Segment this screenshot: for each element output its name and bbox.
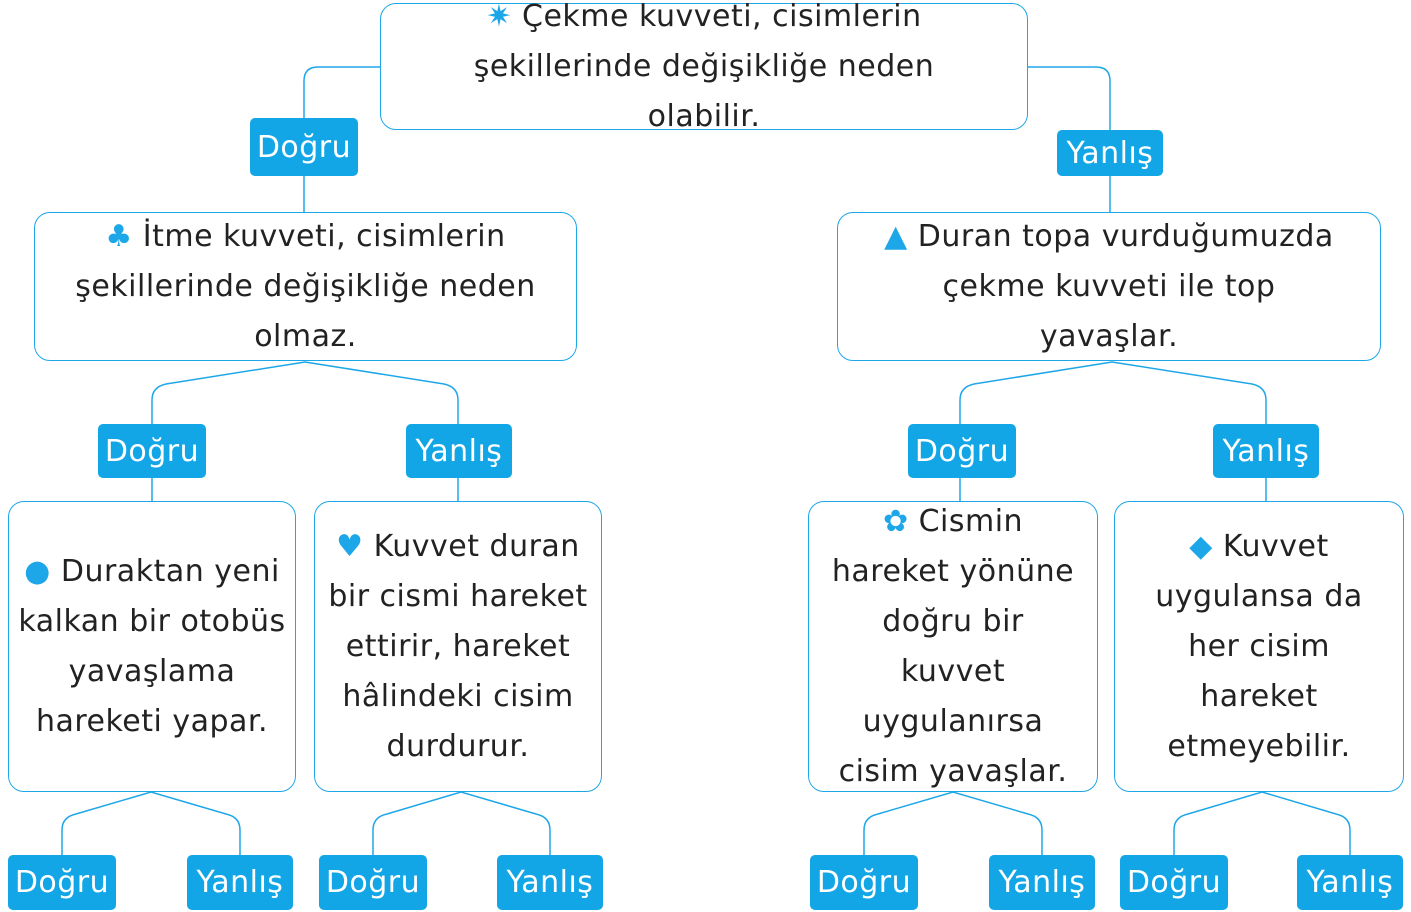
statement-rr-box: ◆Kuvvet uygulansa da her cisim hareket e…	[1114, 501, 1404, 792]
answer-root-false-button[interactable]: Yanlış	[1057, 130, 1163, 176]
answer-lr-false-button[interactable]: Yanlış	[497, 855, 603, 910]
statement-lr-text: Kuvvet duran bir cismi hareket ettirir, …	[328, 528, 588, 764]
connector-lr-branch	[372, 791, 551, 855]
heart-icon: ♥	[336, 528, 364, 564]
connector-root-true	[303, 66, 380, 118]
statement-left-box: ♣İtme kuvveti, cisimlerin şekillerinde d…	[34, 212, 577, 361]
connector-right-branch	[959, 361, 1267, 424]
answer-rl-true-button[interactable]: Doğru	[810, 855, 918, 910]
statement-lr-box: ♥Kuvvet duran bir cismi hareket ettirir,…	[314, 501, 602, 792]
answer-left-false-button[interactable]: Yanlış	[406, 424, 512, 478]
statement-ll-text: Duraktan yeni kalkan bir otobüs yavaşlam…	[18, 553, 286, 739]
statement-left-text: İtme kuvveti, cisimlerin şekillerinde de…	[75, 218, 536, 354]
statement-root-text: Çekme kuvveti, cisimlerin şekillerinde d…	[473, 0, 935, 134]
answer-left-true-button[interactable]: Doğru	[98, 424, 206, 478]
flower-icon: ✿	[882, 503, 909, 539]
statement-rl-box: ✿Cismin hareket yönüne doğru bir kuvvet …	[808, 501, 1098, 792]
answer-lr-true-button[interactable]: Doğru	[319, 855, 427, 910]
club-icon: ♣	[105, 218, 133, 254]
triangle-icon: ▲	[884, 218, 908, 254]
answer-right-false-button[interactable]: Yanlış	[1213, 424, 1319, 478]
answer-rr-true-button[interactable]: Doğru	[1120, 855, 1228, 910]
connector-ll-branch	[61, 791, 241, 855]
connector-rl-branch	[863, 791, 1043, 855]
connector-root-false	[1028, 66, 1111, 130]
statement-ll-box: ●Duraktan yeni kalkan bir otobüs yavaşla…	[8, 501, 296, 792]
diamond-icon: ◆	[1189, 528, 1213, 564]
answer-rr-false-button[interactable]: Yanlış	[1297, 855, 1403, 910]
asterisk-icon: ✷	[486, 0, 513, 34]
statement-rl-text: Cismin hareket yönüne doğru bir kuvvet u…	[831, 503, 1075, 789]
answer-rl-false-button[interactable]: Yanlış	[989, 855, 1095, 910]
statement-rr-text: Kuvvet uygulansa da her cisim hareket et…	[1155, 528, 1363, 764]
answer-ll-true-button[interactable]: Doğru	[8, 855, 116, 910]
statement-right-text: Duran topa vurduğumuzda çekme kuvveti il…	[917, 218, 1334, 354]
circle-icon: ●	[24, 553, 51, 589]
connector-left-branch	[151, 361, 459, 424]
answer-ll-false-button[interactable]: Yanlış	[187, 855, 293, 910]
answer-root-true-button[interactable]: Doğru	[250, 118, 358, 176]
statement-right-box: ▲Duran topa vurduğumuzda çekme kuvveti i…	[837, 212, 1381, 361]
connector-rr-branch	[1173, 791, 1351, 855]
answer-right-true-button[interactable]: Doğru	[908, 424, 1016, 478]
statement-root-box: ✷Çekme kuvveti, cisimlerin şekillerinde …	[380, 0, 1028, 134]
